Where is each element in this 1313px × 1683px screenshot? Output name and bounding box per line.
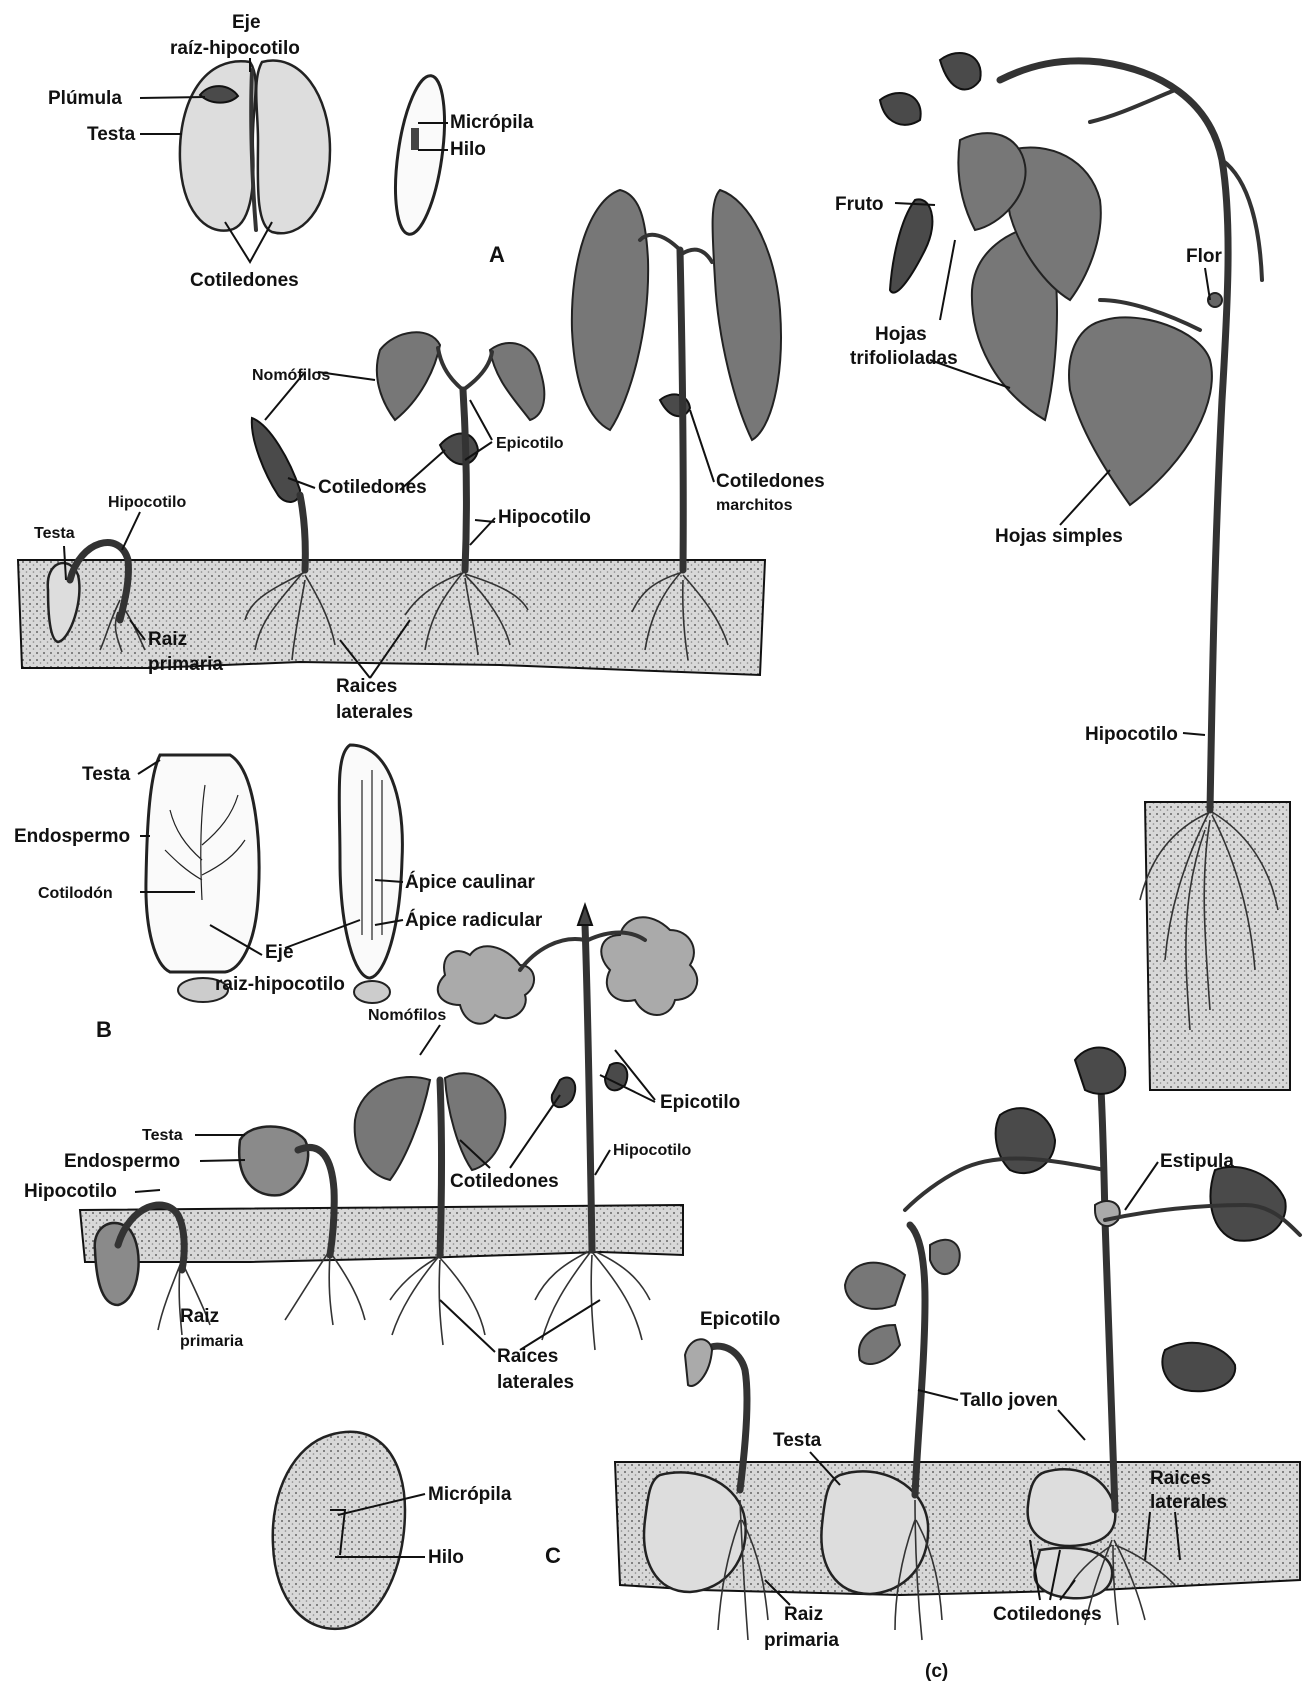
castor-seed-open: [146, 745, 402, 1003]
bean-raices-label: Raices: [336, 676, 397, 697]
pea-epicotilo-label: Epicotilo: [700, 1309, 780, 1330]
bean-mature-plant: [880, 53, 1290, 1090]
bean-seed-cotiledones-label: Cotiledones: [190, 270, 299, 291]
bean-hilo-label: Hilo: [450, 139, 486, 160]
bean-laterales-label: laterales: [336, 702, 413, 723]
bean-cotiledones-marchitos-label-2: marchitos: [716, 497, 793, 514]
bean-nomofilos-label: Nomófilos: [252, 367, 330, 384]
castor-hipocotilo-right-label: Hipocotilo: [613, 1142, 691, 1159]
castor-raiz-hipocotilo-label: raiz-hipocotilo: [215, 974, 345, 995]
castor-apice-radicular-label: Ápice radicular: [405, 909, 543, 931]
castor-raiz-label: Raiz: [180, 1306, 219, 1327]
castor-hipocotilo-left-label: Hipocotilo: [24, 1181, 117, 1202]
castor-eje-label: Eje: [265, 942, 294, 963]
bean-primaria-label: primaria: [148, 654, 223, 675]
bean-seed-testa-label: Testa: [87, 124, 136, 145]
castor-nomofilos-label: Nomófilos: [368, 1007, 446, 1024]
castor-testa-label-germ: Testa: [142, 1127, 183, 1144]
bean-trifolioladas-label: trifolioladas: [850, 348, 958, 369]
pea-section: Micrópila Hilo C: [273, 1048, 1300, 1682]
castor-cotiledon-label: Cotilodón: [38, 885, 113, 902]
bean-raiz-label: Raiz: [148, 629, 187, 650]
bean-fruto-label: Fruto: [835, 194, 884, 215]
bean-hojas-simples-label: Hojas simples: [995, 526, 1123, 547]
pea-tallo-joven-label: Tallo joven: [960, 1390, 1058, 1411]
bean-hipocotilo-small-label: Hipocotilo: [108, 494, 186, 511]
castor-apice-caulinar-label: Ápice caulinar: [405, 871, 535, 893]
castor-section: Testa Endospermo Cotilodón Ápice caulina…: [14, 745, 740, 1393]
bean-testa-label: Testa: [34, 525, 75, 542]
bean-epicotilo-label: Epicotilo: [496, 435, 564, 452]
bean-hipocotilo-label: Hipocotilo: [498, 507, 591, 528]
pea-testa-label: Testa: [773, 1430, 822, 1451]
bean-hojas-label: Hojas: [875, 324, 927, 345]
castor-laterales-label: laterales: [497, 1372, 574, 1393]
pea-micropila-label: Micrópila: [428, 1484, 512, 1505]
castor-raices-label: Raices: [497, 1346, 558, 1367]
castor-primaria-label: primaria: [180, 1333, 243, 1350]
bean-flor-label: Flor: [1186, 246, 1222, 267]
section-c-letter: C: [545, 1543, 561, 1568]
bean-seed-side: [387, 73, 453, 238]
pea-estipula-label: Estipula: [1160, 1151, 1234, 1172]
bean-plumula-label: Plúmula: [48, 88, 122, 109]
pea-raiz-label: Raiz: [784, 1604, 823, 1625]
bean-raiz-hipocotilo-label: raíz-hipocotilo: [170, 38, 300, 59]
castor-testa-label: Testa: [82, 764, 131, 785]
pea-laterales-label: laterales: [1150, 1492, 1227, 1513]
bean-micropila-label: Micrópila: [450, 112, 534, 133]
pea-primaria-label: primaria: [764, 1630, 839, 1651]
castor-cotiledones-label: Cotiledones: [450, 1171, 559, 1192]
bean-cotiledones-marchitos-label-1: Cotiledones: [716, 471, 825, 492]
bean-mature-hipocotilo-label: Hipocotilo: [1085, 724, 1178, 745]
bean-eje-label: Eje: [232, 12, 261, 33]
pea-hilo-label: Hilo: [428, 1547, 464, 1568]
castor-germination-leaders: [135, 1025, 655, 1352]
pea-cotiledones-label: Cotiledones: [993, 1604, 1102, 1625]
pea-raices-label: Raices: [1150, 1468, 1211, 1489]
section-b-letter: B: [96, 1017, 112, 1042]
section-a-letter: A: [489, 242, 505, 267]
castor-epicotilo-label: Epicotilo: [660, 1092, 740, 1113]
castor-endospermo-label-germ: Endospermo: [64, 1151, 180, 1172]
pea-figure-c-label: (c): [925, 1661, 948, 1682]
pea-seed: [273, 1432, 405, 1629]
bean-seed-open: [180, 61, 330, 234]
castor-endospermo-label: Endospermo: [14, 826, 130, 847]
